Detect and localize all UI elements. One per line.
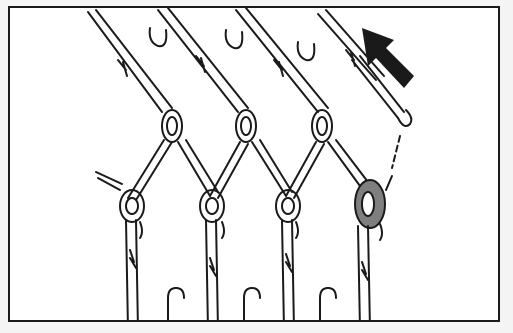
- upper-needle-2: [158, 8, 248, 112]
- vertical-needle-3: [282, 220, 294, 330]
- highlight-loop: [355, 180, 385, 228]
- vertical-needle-1: [126, 220, 138, 330]
- top-loop-2: [236, 110, 256, 142]
- vertical-needle-2: [206, 220, 218, 330]
- direction-arrow-icon: [362, 28, 414, 88]
- lower-needle-hook-icon: [320, 288, 336, 330]
- bottom-loop-2: [200, 190, 224, 222]
- top-loop-3: [312, 110, 332, 142]
- upper-needle-1: [88, 10, 172, 112]
- lower-needle-hook-icon: [244, 288, 260, 330]
- bottom-loop-1: [120, 190, 144, 222]
- upper-needle-hook-icon: [226, 30, 243, 48]
- upper-needle-3: [236, 8, 328, 112]
- vertical-needle-4: [358, 226, 370, 330]
- motion-line: [386, 176, 392, 190]
- upper-needle-hook-icon: [150, 28, 167, 46]
- lower-needle-hook-icon: [168, 288, 184, 330]
- upper-needle-hook-icon: [298, 42, 315, 60]
- top-loop-1: [162, 110, 182, 142]
- motion-line: [392, 136, 400, 168]
- bottom-loop-3: [276, 190, 300, 222]
